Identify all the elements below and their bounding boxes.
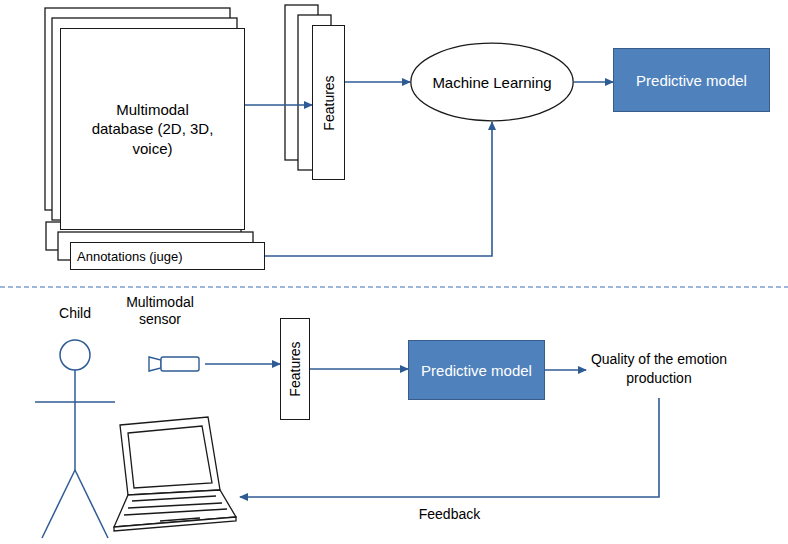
figure-leg bbox=[42, 470, 75, 538]
node-text: Annotations (juge) bbox=[77, 249, 183, 264]
laptop-keys bbox=[124, 496, 227, 521]
node-text: Quality of the emotion production bbox=[589, 350, 729, 388]
node-text: Machine Learning bbox=[432, 74, 551, 91]
node-text: Predictive model bbox=[421, 362, 532, 379]
node-text: Features bbox=[287, 341, 303, 396]
child-illustration bbox=[20, 305, 240, 540]
camera-body bbox=[161, 357, 199, 371]
flow-arrow bbox=[265, 122, 492, 256]
feature-box: Features bbox=[312, 25, 345, 180]
data-box: Multimodal database (2D, 3D, voice) bbox=[60, 28, 245, 230]
node-label: Multimodal sensor bbox=[117, 294, 203, 328]
stick-figure bbox=[35, 340, 115, 538]
data-box: Annotations (juge) bbox=[70, 242, 265, 270]
process-ellipse: Machine Learning bbox=[410, 42, 574, 122]
separator-line bbox=[0, 286, 788, 288]
laptop-screen-inner bbox=[128, 426, 212, 488]
flow-arrow bbox=[205, 363, 280, 365]
edge-label: Feedback bbox=[416, 506, 483, 522]
figure-head bbox=[60, 340, 90, 370]
output-text: Quality of the emotion production bbox=[586, 350, 732, 394]
figure-arms bbox=[35, 401, 115, 403]
node-text: Multimodal database (2D, 3D, voice) bbox=[89, 100, 217, 159]
laptop-icon bbox=[114, 417, 236, 531]
figure-body bbox=[74, 370, 76, 470]
flow-arrow bbox=[545, 369, 586, 371]
figure-leg bbox=[75, 470, 108, 538]
laptop-front bbox=[114, 517, 236, 531]
sensor-icon: Multimodal sensor bbox=[115, 294, 205, 374]
flow-arrow bbox=[310, 368, 408, 370]
model-box: Predictive model bbox=[613, 48, 770, 112]
node-text: Features bbox=[321, 75, 337, 130]
model-box: Predictive model bbox=[408, 340, 545, 400]
camera-lens bbox=[149, 357, 161, 371]
node-text: Predictive model bbox=[636, 72, 747, 89]
flow-arrow bbox=[345, 81, 410, 83]
flow-arrow bbox=[245, 104, 312, 106]
flow-arrow bbox=[574, 81, 613, 83]
laptop-screen bbox=[120, 417, 220, 495]
ellipse-shape bbox=[411, 43, 573, 121]
node-label: Child bbox=[20, 305, 130, 321]
feature-box: Features bbox=[280, 318, 310, 420]
child-figure: Child bbox=[20, 305, 240, 540]
